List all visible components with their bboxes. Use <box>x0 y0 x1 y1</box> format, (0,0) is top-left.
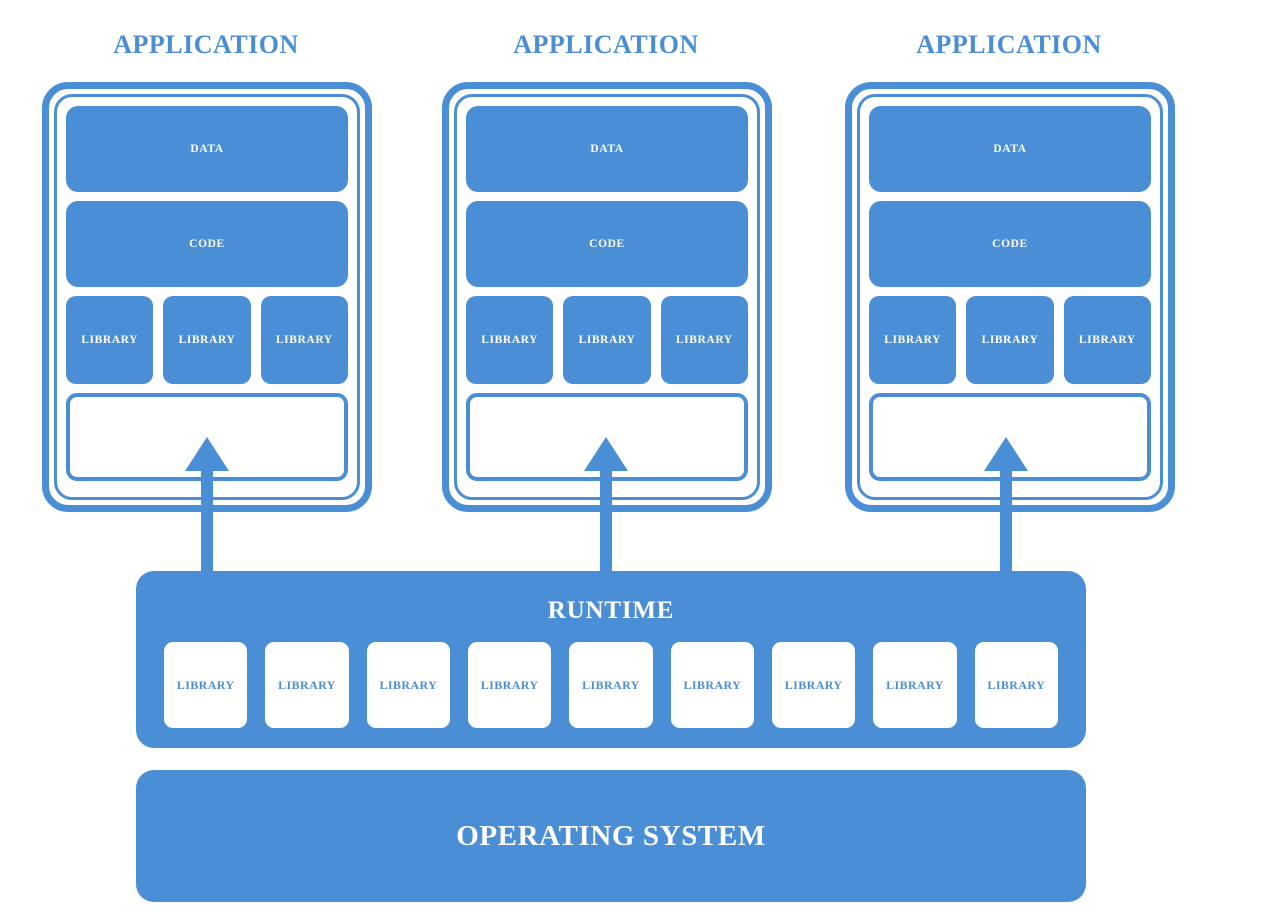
runtime-library-box: LIBRARY <box>873 642 957 728</box>
application-code-block-1: CODE <box>66 201 348 287</box>
application-library-box: LIBRARY <box>66 296 154 384</box>
application-library-row-3: LIBRARY LIBRARY LIBRARY <box>869 296 1151 384</box>
application-title-2: APPLICATION <box>513 30 699 59</box>
application-library-box: LIBRARY <box>260 296 348 384</box>
runtime-layer: RUNTIME LIBRARY LIBRARY LIBRARY LIBRARY … <box>136 571 1086 748</box>
application-container-3: DATA CODE LIBRARY LIBRARY LIBRARY <box>845 82 1175 512</box>
application-library-box: LIBRARY <box>966 296 1054 384</box>
arrow-up-icon <box>185 437 229 582</box>
application-title-1: APPLICATION <box>113 30 299 59</box>
application-code-block-3: CODE <box>869 201 1151 287</box>
application-library-box: LIBRARY <box>563 296 651 384</box>
application-library-box: LIBRARY <box>163 296 251 384</box>
application-library-row-1: LIBRARY LIBRARY LIBRARY <box>66 296 348 384</box>
operating-system-layer: OPERATING SYSTEM <box>136 770 1086 902</box>
runtime-library-row: LIBRARY LIBRARY LIBRARY LIBRARY LIBRARY … <box>164 642 1058 728</box>
application-library-row-2: LIBRARY LIBRARY LIBRARY <box>466 296 748 384</box>
application-library-box: LIBRARY <box>869 296 957 384</box>
application-data-block-1: DATA <box>66 106 348 192</box>
application-data-block-2: DATA <box>466 106 748 192</box>
runtime-library-box: LIBRARY <box>366 642 450 728</box>
runtime-library-box: LIBRARY <box>974 642 1058 728</box>
runtime-library-box: LIBRARY <box>164 642 248 728</box>
runtime-library-box: LIBRARY <box>569 642 653 728</box>
runtime-title: RUNTIME <box>547 597 675 624</box>
application-column-3: APPLICATION DATA CODE LIBRARY LIBRARY LI… <box>839 0 1179 520</box>
application-library-box: LIBRARY <box>660 296 748 384</box>
runtime-library-box: LIBRARY <box>265 642 349 728</box>
application-inner-frame-3: DATA CODE LIBRARY LIBRARY LIBRARY <box>857 94 1163 500</box>
runtime-library-box: LIBRARY <box>467 642 552 728</box>
application-library-box: LIBRARY <box>466 296 554 384</box>
application-column-2: APPLICATION DATA CODE LIBRARY LIBRARY LI… <box>436 0 776 520</box>
application-data-block-3: DATA <box>869 106 1151 192</box>
application-container-2: DATA CODE LIBRARY LIBRARY LIBRARY <box>442 82 772 512</box>
runtime-library-box: LIBRARY <box>670 642 754 728</box>
application-title-3: APPLICATION <box>916 30 1102 59</box>
runtime-library-box: LIBRARY <box>771 642 856 728</box>
application-code-block-2: CODE <box>466 201 748 287</box>
operating-system-title: OPERATING SYSTEM <box>456 819 766 852</box>
arrow-up-icon <box>584 437 628 582</box>
application-library-box: LIBRARY <box>1063 296 1151 384</box>
arrow-up-icon <box>984 437 1028 582</box>
